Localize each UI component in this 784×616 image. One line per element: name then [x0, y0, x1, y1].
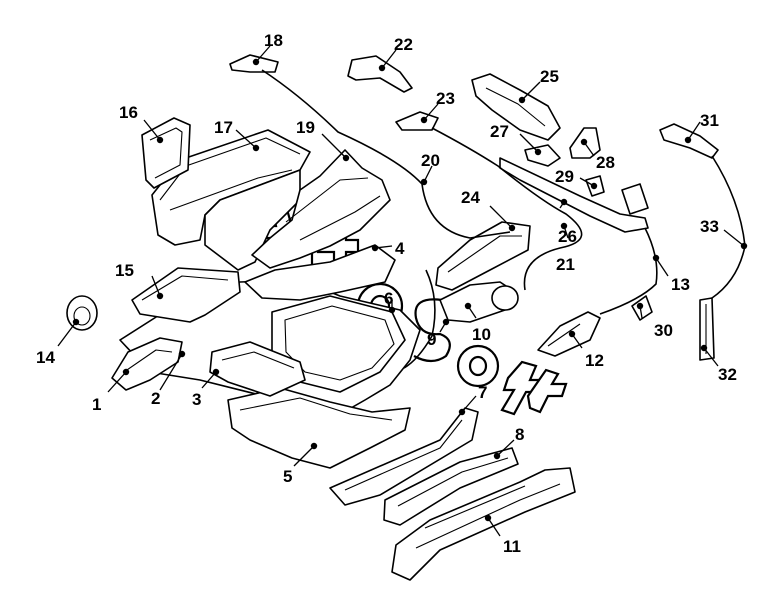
callout-9: 9: [427, 330, 436, 349]
part-23-handle: [395, 111, 439, 131]
callout-23: 23: [436, 89, 455, 108]
part-1-side-piece: [111, 337, 183, 391]
callout-1: 1: [92, 395, 101, 414]
callout-33: 33: [700, 217, 719, 236]
part-24-lock-bracket: [435, 221, 531, 291]
callout-15: 15: [115, 261, 134, 280]
callout-20: 20: [421, 151, 440, 170]
callout-26: 26: [558, 227, 577, 246]
part-26-rail: [499, 157, 649, 233]
callout-labels: 1 2 3 4 5 6 7 8 9 10 11 12 13 14 15 16 1…: [36, 31, 737, 556]
callout-4: 4: [395, 239, 405, 258]
part-29-block: [585, 175, 649, 215]
callout-12: 12: [585, 351, 604, 370]
part-15-mat: [131, 267, 241, 323]
leader-lines: [57, 45, 748, 537]
callout-8: 8: [515, 425, 524, 444]
callout-25: 25: [540, 67, 559, 86]
callout-19: 19: [296, 118, 315, 137]
callout-3: 3: [192, 390, 201, 409]
callout-18: 18: [264, 31, 283, 50]
callout-28: 28: [596, 153, 615, 172]
callout-24: 24: [461, 188, 480, 207]
callout-31: 31: [700, 111, 719, 130]
part-22-hinge: [347, 55, 413, 93]
callout-16: 16: [119, 103, 138, 122]
callout-22: 22: [394, 35, 413, 54]
part-8-sill-strip: [383, 447, 519, 526]
part-16-bracket: [141, 117, 191, 189]
callout-5: 5: [283, 467, 292, 486]
callout-17: 17: [214, 118, 233, 137]
part-27-hook: [524, 144, 561, 167]
callout-14: 14: [36, 348, 55, 367]
part-17-rear-panel: [151, 129, 311, 271]
callout-6: 6: [384, 289, 393, 308]
callout-13: 13: [671, 275, 690, 294]
callout-7: 7: [478, 383, 487, 402]
callout-32: 32: [718, 365, 737, 384]
part-10-motor: [439, 281, 519, 323]
callout-27: 27: [490, 122, 509, 141]
part-14-cap: [66, 295, 98, 331]
callout-10: 10: [472, 325, 491, 344]
callout-29: 29: [555, 167, 574, 186]
part-11-sill-strip: [391, 467, 576, 581]
part-19-trim-panel: [251, 149, 391, 269]
callout-21: 21: [556, 255, 575, 274]
part-32-rod-bracket: [699, 297, 715, 361]
callout-30: 30: [654, 321, 673, 340]
part-floor-assembly: [119, 244, 421, 469]
part-7-sill-strip: [329, 407, 479, 506]
part-25-frame: [471, 73, 561, 141]
callout-2: 2: [151, 389, 160, 408]
callout-11: 11: [503, 537, 521, 556]
